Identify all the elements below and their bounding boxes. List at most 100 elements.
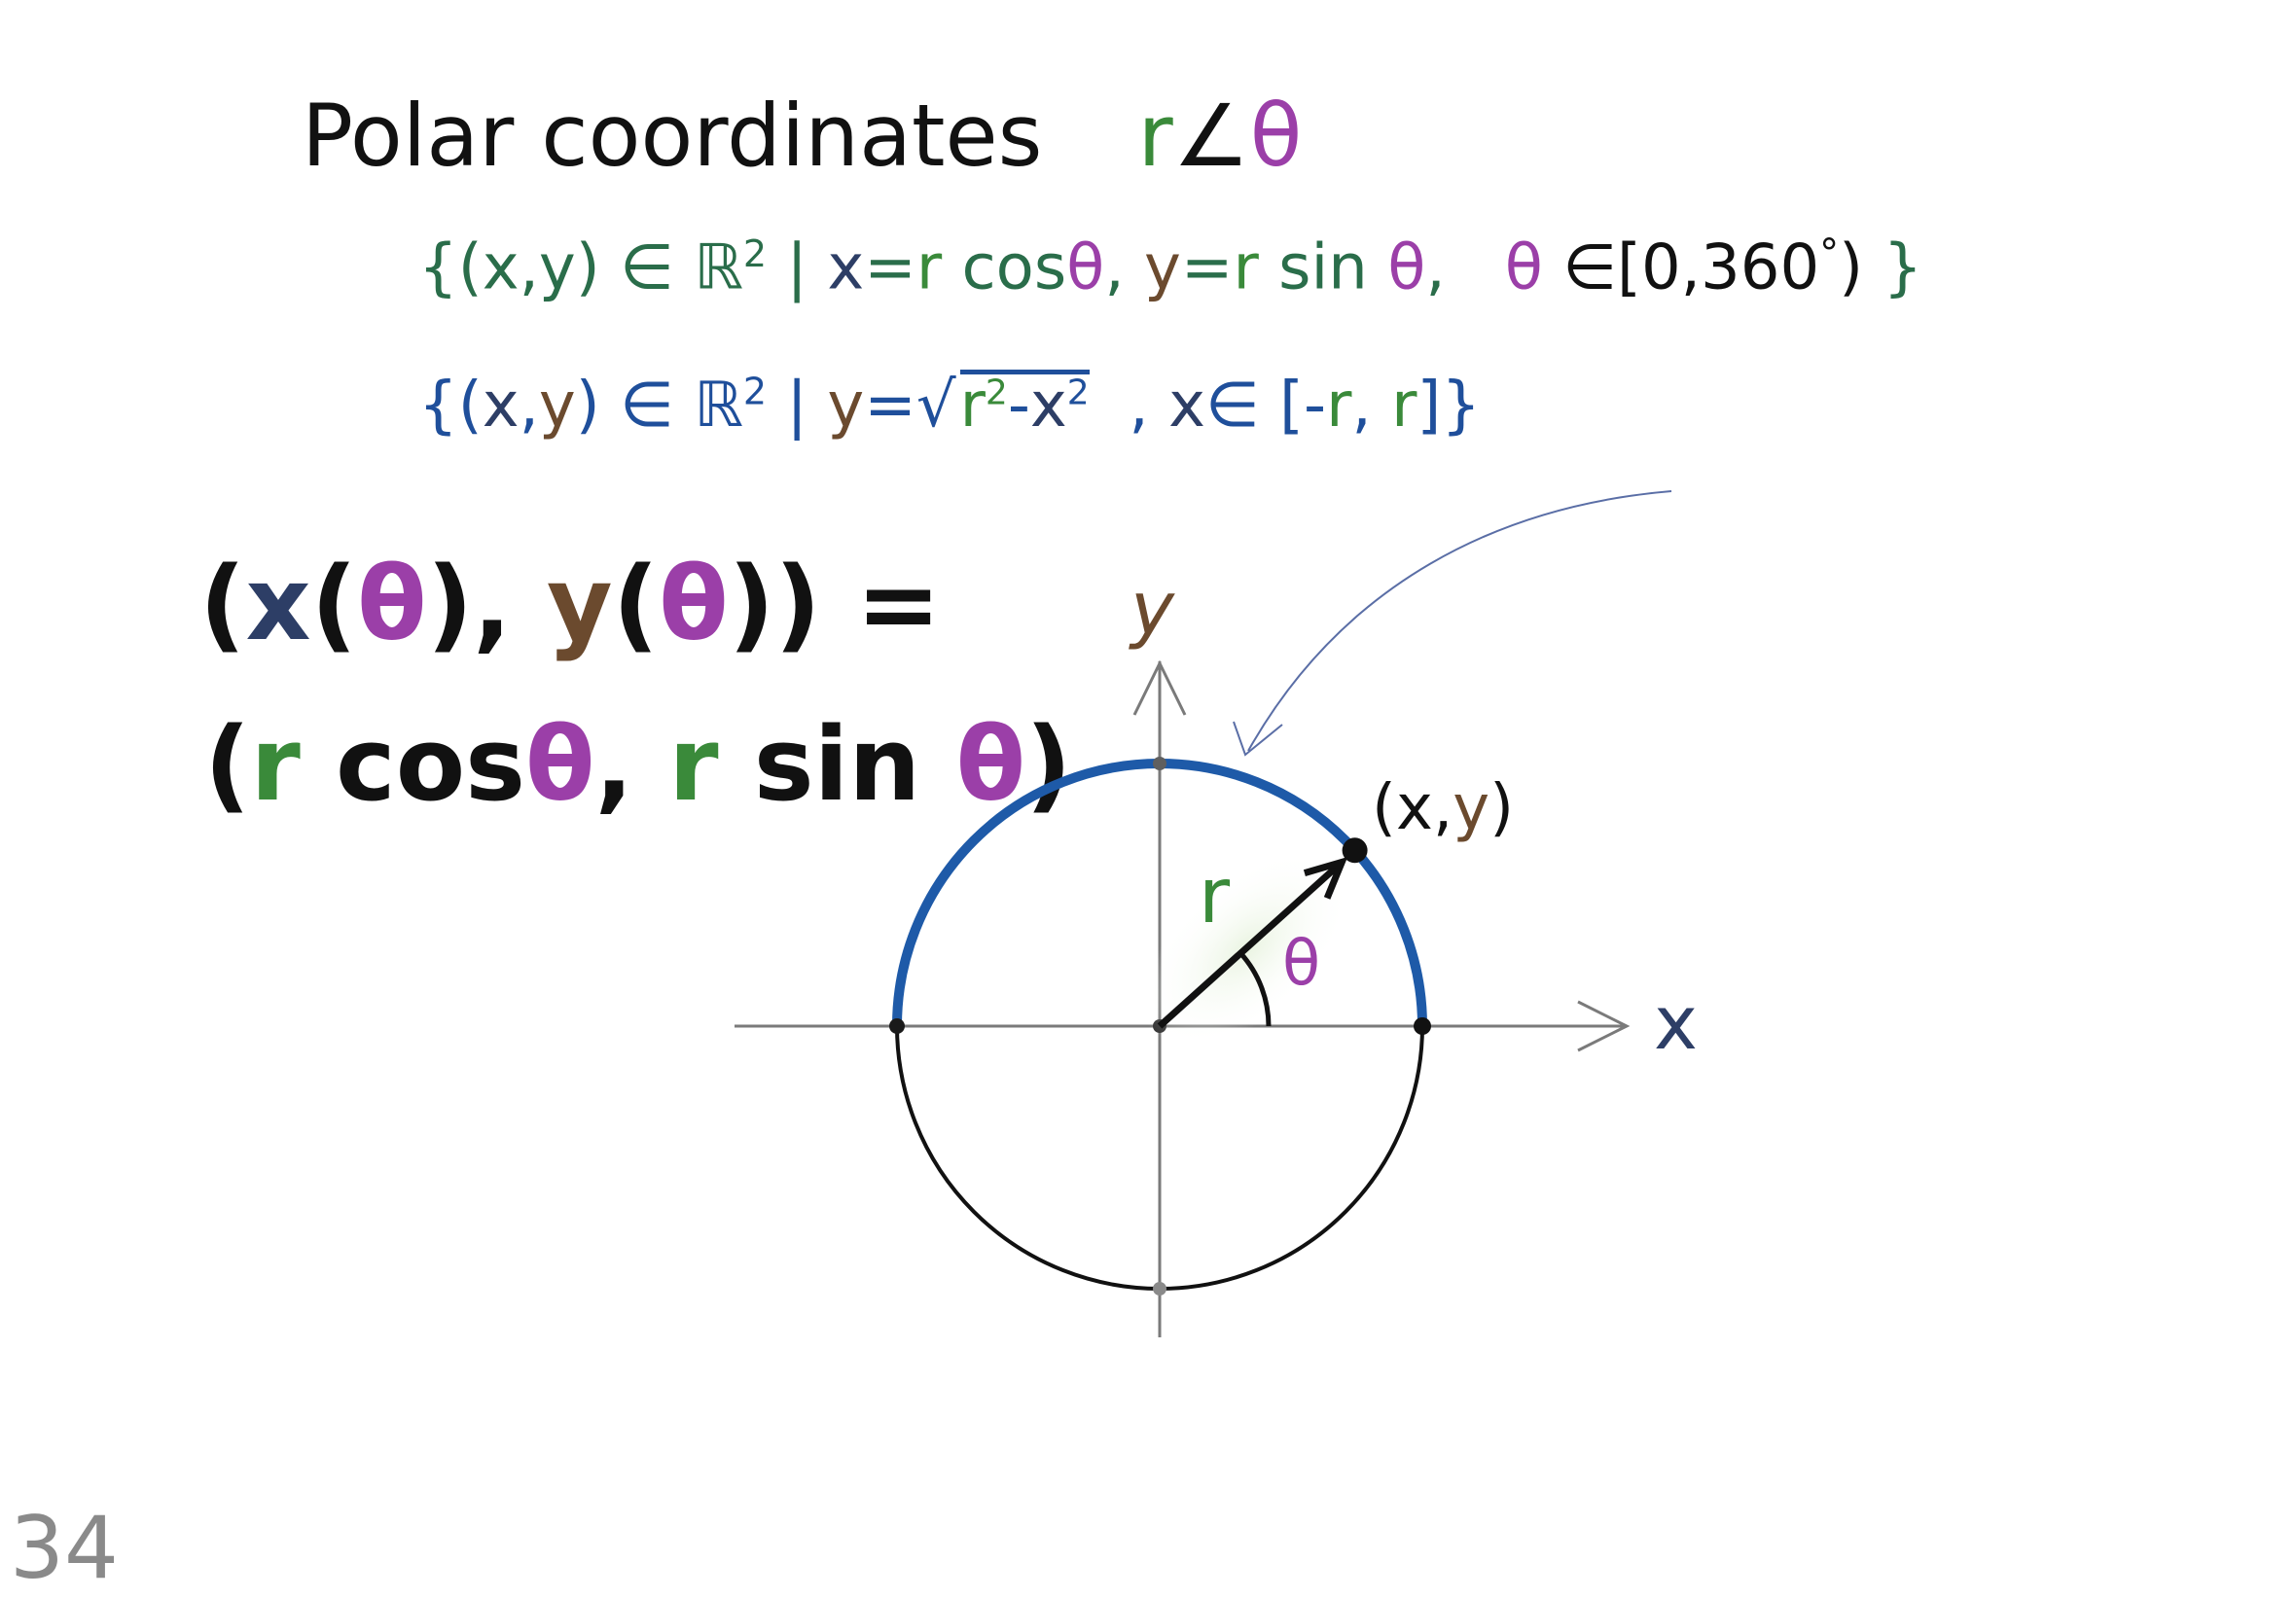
- param2-open: (: [204, 705, 251, 824]
- set2-x2: x: [1029, 370, 1067, 442]
- angle-arc: [1238, 951, 1272, 1027]
- set2-neg: -: [1304, 370, 1327, 442]
- set1-r1: r: [915, 231, 943, 304]
- set2-r: r: [959, 370, 986, 442]
- page-number: 34: [10, 1498, 119, 1598]
- set2-sqrt-sign: √: [915, 370, 956, 442]
- set2-bracket-open: [: [1279, 370, 1304, 442]
- set2-comma2: ,: [1129, 370, 1149, 442]
- set2-comma: ,: [519, 370, 539, 442]
- set2-bar: |: [786, 370, 807, 442]
- param1-p4: )): [728, 545, 821, 663]
- set1-eq1: =: [864, 231, 916, 304]
- set1-interval-close: ): [1839, 231, 1864, 304]
- set2-comma3: ,: [1351, 370, 1372, 442]
- param1-p1: (: [310, 545, 358, 663]
- set1-open-brace: {: [418, 231, 458, 304]
- annotation-arrow: [1247, 490, 1672, 752]
- set2-x3: x: [1168, 370, 1205, 442]
- set2-y: y: [538, 370, 576, 442]
- param2-sin: sin: [753, 705, 921, 824]
- radius-arrowhead: [1303, 857, 1348, 900]
- set1-comma1: ,: [1104, 231, 1125, 304]
- left-endpoint-dot: [889, 1018, 905, 1034]
- title-theta: θ: [1249, 86, 1303, 186]
- set1-close-brace: }: [1883, 231, 1923, 304]
- param1-p3: (: [612, 545, 660, 663]
- set1-cos: cos: [961, 231, 1067, 304]
- set2-pair-close: ): [575, 370, 600, 442]
- param1-x: x: [245, 545, 311, 663]
- set1-theta1: θ: [1066, 231, 1105, 304]
- set1-degree: °: [1819, 231, 1840, 276]
- param1-comma: ,: [473, 545, 512, 663]
- param1-open: (: [199, 545, 246, 663]
- param1-eq: =: [855, 545, 942, 663]
- set1-sin: sin: [1278, 231, 1368, 304]
- param2-close: ): [1025, 705, 1072, 824]
- page-title: Polar coordinates r∠θ: [302, 86, 1302, 186]
- title-angle-symbol: ∠: [1172, 86, 1250, 186]
- set2-x-power: 2: [1066, 373, 1090, 413]
- param1-theta2: θ: [659, 545, 729, 663]
- set1-theta2: θ: [1387, 231, 1426, 304]
- set1-element-of: ∈: [620, 231, 674, 304]
- param1-p2: ): [426, 545, 474, 663]
- set1-eq2: =: [1180, 231, 1234, 304]
- set1-interval: [0,360: [1616, 231, 1820, 304]
- set2-bracket-close: ]: [1417, 370, 1442, 442]
- set1-bar: |: [786, 231, 807, 304]
- set2-close-brace: }: [1441, 370, 1482, 442]
- set2-eq: =: [864, 370, 916, 442]
- point-label-close: ): [1489, 772, 1514, 844]
- set2-reals: ℝ: [694, 370, 743, 442]
- set2-y-eq: y: [827, 370, 865, 442]
- set2-open-brace: {: [418, 370, 458, 442]
- top-intercept-dot: [1153, 757, 1166, 770]
- set1-x: x: [827, 231, 865, 304]
- title-r: r: [1137, 86, 1173, 186]
- radius-label: r: [1199, 853, 1231, 941]
- point-label: (x,y): [1372, 772, 1514, 844]
- set2-r-high: r: [1391, 370, 1417, 442]
- param2-r2: r: [668, 705, 719, 824]
- set2-reals-power: 2: [742, 370, 768, 413]
- set1-pair: (x,y): [457, 231, 600, 304]
- param1-theta1: θ: [357, 545, 427, 663]
- set2-minus: -: [1007, 370, 1030, 442]
- set1-reals: ℝ: [694, 231, 743, 304]
- set2-r-power: 2: [985, 373, 1008, 413]
- set2-radicand: r2-x2: [959, 370, 1090, 437]
- annotation-arrowhead: [1233, 721, 1283, 757]
- title-text: Polar coordinates: [302, 86, 1043, 186]
- set2-element-of-2: ∈: [1204, 370, 1260, 442]
- set1-reals-power: 2: [742, 232, 768, 275]
- parametric-rhs: (r cosθ, r sin θ): [204, 705, 1072, 824]
- set1-y: y: [1144, 231, 1181, 304]
- set2-element-of: ∈: [620, 370, 674, 442]
- set1-theta3: θ: [1504, 231, 1543, 304]
- parametric-lhs: (x(θ), y(θ)) =: [199, 545, 941, 663]
- set2-r-low: r: [1326, 370, 1352, 442]
- set2-x: x: [482, 370, 520, 442]
- set1-comma2: ,: [1425, 231, 1446, 304]
- set1-element-of-2: ∈: [1562, 231, 1617, 304]
- point-dot: [1342, 837, 1368, 864]
- right-endpoint-dot: [1414, 1017, 1431, 1035]
- set2-pair-open: (: [457, 370, 483, 442]
- param2-r1: r: [250, 705, 301, 824]
- param2-cos: cos: [336, 705, 526, 824]
- y-axis-label: y: [1129, 565, 1175, 652]
- point-label-open: (x,: [1372, 772, 1453, 844]
- y-axis-arrowhead: [1132, 659, 1187, 716]
- param2-comma: ,: [594, 705, 634, 824]
- polar-notation: r∠θ: [1137, 86, 1302, 186]
- radius-vector: [1157, 859, 1345, 1029]
- param1-y: y: [546, 545, 613, 663]
- bottom-intercept-dot: [1153, 1282, 1166, 1296]
- set-definition-polar: {(x,y) ∈ ℝ2 | x=r cosθ, y=r sin θ, θ ∈[0…: [418, 231, 1922, 303]
- point-label-y: y: [1453, 772, 1489, 844]
- x-axis-arrowhead: [1577, 1000, 1631, 1052]
